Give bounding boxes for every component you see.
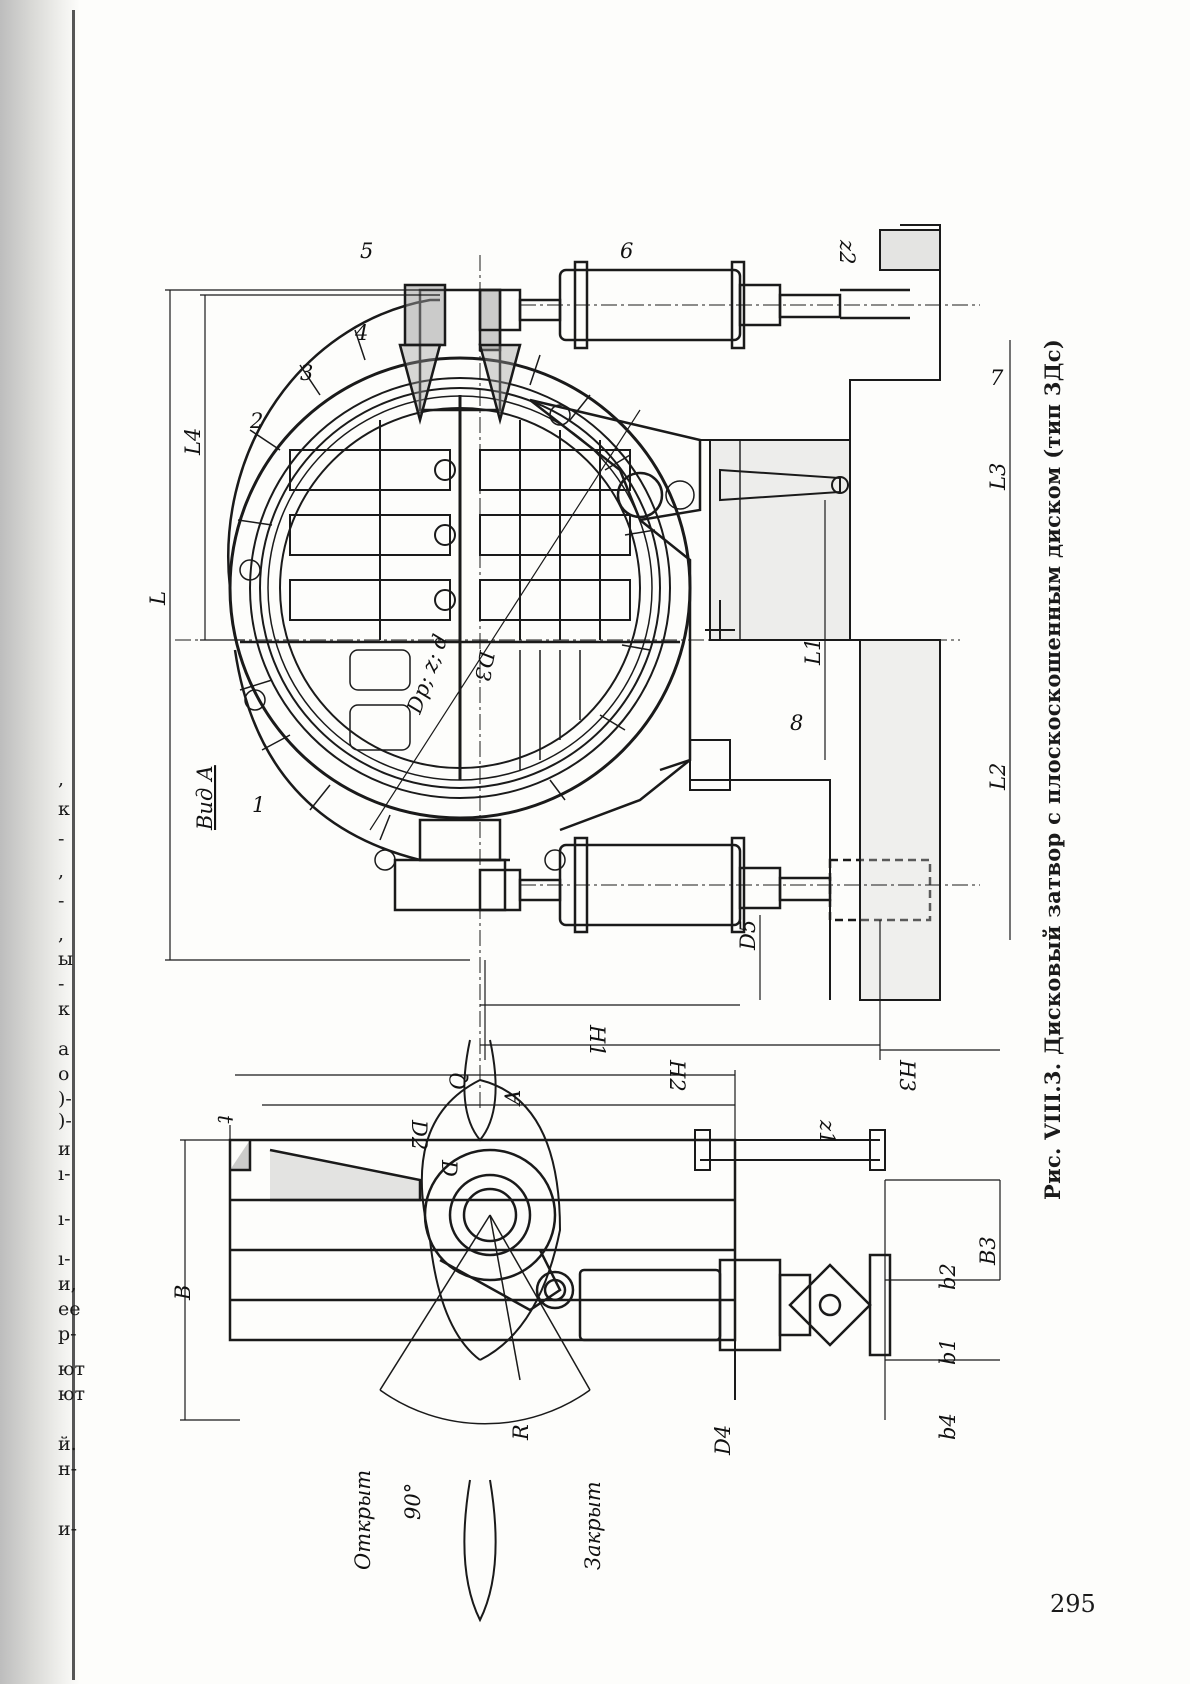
dim-t: t: [213, 1115, 237, 1124]
side-view-body: [230, 1080, 735, 1360]
part-8: 8: [790, 711, 803, 735]
shaft-hub-bottom: [395, 820, 505, 910]
dim-B3: B3: [976, 1236, 1000, 1266]
dim-L3: L3: [986, 463, 1010, 491]
open-label: Открыт: [351, 1470, 375, 1570]
housing-ribs: [238, 330, 655, 840]
part-6: 6: [620, 239, 633, 263]
part-3: 3: [300, 361, 313, 385]
part-4: 4: [354, 321, 368, 345]
view-label: Вид А: [193, 765, 217, 831]
part-5: 5: [360, 239, 373, 263]
dim-L1: L1: [801, 638, 825, 666]
figure-caption: Рис. VIII.3. Дисковый затвор с плоскоско…: [1040, 300, 1080, 1200]
part-1: 1: [252, 793, 265, 817]
marker-Q: Q: [446, 1073, 470, 1090]
dim-B: B: [171, 1285, 195, 1301]
dim-b1: b1: [936, 1338, 960, 1365]
dim-D: D: [437, 1159, 461, 1177]
dim-D4: D4: [711, 1425, 735, 1456]
part-7: 7: [990, 366, 1004, 390]
dim-z2: z2: [835, 239, 859, 264]
dimension-lines-side: [180, 1070, 1000, 1420]
dim-D5: D5: [736, 920, 760, 951]
dim-H2: H2: [665, 1059, 689, 1092]
dim-b4: b4: [936, 1413, 960, 1440]
dim-D2: D2: [407, 1119, 431, 1150]
dim-b2: b2: [936, 1263, 960, 1290]
page-number: 295: [1050, 1590, 1096, 1618]
dim-R: R: [509, 1424, 533, 1441]
closed-label: Закрыт: [581, 1481, 605, 1570]
dim-H1: H1: [585, 1024, 609, 1057]
dim-z1: z1: [815, 1119, 839, 1144]
dim-L4: L4: [181, 428, 205, 456]
anchor-bolt-z1: [695, 1130, 885, 1400]
marker-A: A: [501, 1090, 525, 1107]
part-2: 2: [249, 409, 263, 433]
dim-L2: L2: [986, 763, 1010, 791]
dim-L: L: [146, 591, 170, 606]
dim-H3: H3: [895, 1059, 919, 1092]
dim-D3: D3: [470, 648, 499, 683]
angle-label: 90°: [401, 1483, 425, 1520]
